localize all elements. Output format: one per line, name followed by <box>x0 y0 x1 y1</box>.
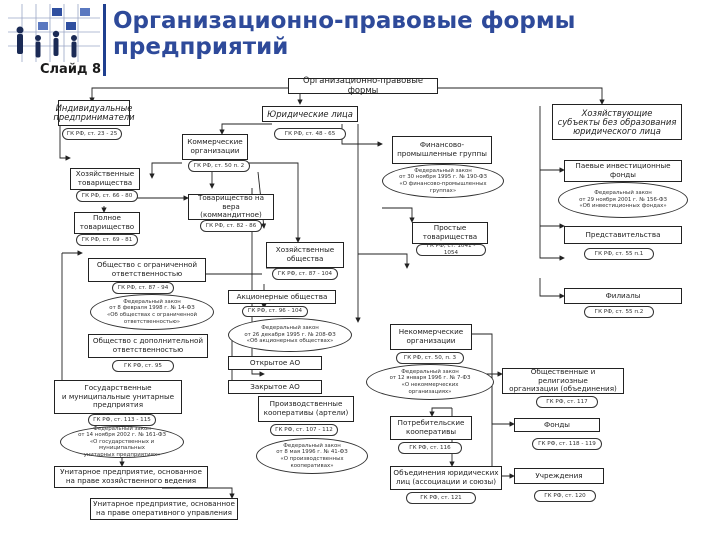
limited-partnership-node: Товарищество на вера (коммандитное) <box>188 193 274 220</box>
individual-entrepreneurs-node: Индивидуальные предприниматели <box>53 100 135 126</box>
full-partnership-ref-badge: ГК РФ, ст. 69 - 81 <box>76 234 138 246</box>
alc-node: Общество с дополнительной ответственност… <box>88 334 208 358</box>
branches-ref-badge: ГК РФ, ст. 55 п.2 <box>584 306 654 318</box>
simple-partnership-node: Простые товарищества <box>412 222 488 244</box>
institutions-node: Учреждения <box>514 468 604 484</box>
partnerships-node: Хозяйственные товарищества <box>70 168 140 190</box>
unitary-operational-node: Унитарное предприятие, основанное на пра… <box>90 498 238 520</box>
representations-ref-badge: ГК РФ, ст. 55 п.1 <box>584 248 654 260</box>
cooperatives-node: Производственные кооперативы (артели) <box>258 396 354 422</box>
title-line-2: предприятий <box>113 34 289 60</box>
title-divider <box>103 4 106 76</box>
people-network-logo <box>8 4 100 62</box>
nonprofit-law-oval: Федеральный закон от 12 января 1996 г. №… <box>366 364 494 400</box>
public-orgs-ref-badge: ГК РФ, ст. 117 <box>536 396 598 408</box>
branches-node: Филиалы <box>564 288 682 304</box>
partnerships-ref-badge: ГК РФ, ст. 66 - 80 <box>76 190 138 202</box>
llc-law-oval: Федеральный закон от 8 февраля 1998 г. №… <box>90 294 214 330</box>
llc-node: Общество с ограниченной ответственностью <box>88 258 206 282</box>
jsc-ref-badge: ГК РФ, ст. 96 - 104 <box>242 306 308 317</box>
llc-ref-badge: ГК РФ, ст. 87 - 94 <box>112 282 174 294</box>
consumer-coops-ref-badge: ГК РФ, ст. 116 <box>398 442 462 454</box>
open-jsc-node: Открытое АО <box>228 356 322 370</box>
associations-ref-badge: ГК РФ, ст. 121 <box>406 492 476 504</box>
limited-partnership-ref-badge: ГК РФ, ст. 82 - 86 <box>200 220 262 232</box>
commercial-orgs-node: Коммерческие организации <box>182 134 248 160</box>
alc-ref-badge: ГК РФ, ст. 95 <box>112 360 174 372</box>
mutual-funds-node: Паевые инвестиционные фонды <box>564 160 682 182</box>
foundations-ref-badge: ГК РФ, ст. 118 - 119 <box>532 438 602 450</box>
unitary-enterprises-node: Государственные и муниципальные унитарны… <box>54 380 182 414</box>
fig-law-oval: Федеральный закон от 30 ноября 1995 г. №… <box>382 164 504 198</box>
business-companies-ref-badge: ГК РФ, ст. 87 - 104 <box>272 268 338 280</box>
unitary-law-oval: Федеральный закон от 14 ноября 2002 г. №… <box>60 426 184 458</box>
fig-node: Финансово- промышленные группы <box>392 136 492 164</box>
org-forms-diagram: Организационно-правовые формы Индивидуал… <box>52 76 712 522</box>
slide-number: Слайд 8 <box>40 62 102 77</box>
title-line-1: Организационно-правовые формы <box>113 8 576 34</box>
legal-entities-node: Юридические лица <box>262 106 358 122</box>
mutual-funds-law-oval: Федеральный закон от 29 ноября 2001 г. №… <box>558 182 688 218</box>
full-partnership-node: Полное товарищество <box>74 212 140 234</box>
closed-jsc-node: Закрытое АО <box>228 380 322 394</box>
root-node: Организационно-правовые формы <box>288 76 438 95</box>
non-legal-entities-node: Хозяйствующие субъекты без образования ю… <box>552 104 682 140</box>
cooperatives-law-oval: Федеральный закон от 8 мая 1996 г. № 41-… <box>256 438 368 474</box>
jsc-law-oval: Федеральный закон от 26 декабря 1995 г. … <box>228 318 352 352</box>
institutions-ref-badge: ГК РФ, ст. 120 <box>534 490 596 502</box>
page-title: Организационно-правовые формы предприяти… <box>113 8 575 60</box>
business-companies-node: Хозяйственные общества <box>266 242 344 268</box>
foundations-node: Фонды <box>514 418 600 432</box>
commercial-ref-badge: ГК РФ, ст. 50 п. 2 <box>188 160 250 172</box>
public-orgs-node: Общественные и религиозные организации (… <box>502 367 624 394</box>
unitary-ref-badge: ГК РФ, ст. 113 - 115 <box>88 414 156 426</box>
nonprofit-node: Некоммерческие организации <box>390 324 472 350</box>
jsc-node: Акционерные общества <box>228 290 336 304</box>
associations-node: Объединения юридических лиц (ассоциации … <box>390 466 502 490</box>
consumer-coops-node: Потребительские кооперативы <box>390 416 472 440</box>
representations-node: Представительства <box>564 226 682 244</box>
cooperatives-ref-badge: ГК РФ, ст. 107 - 112 <box>270 424 338 436</box>
nonprofit-ref-badge: ГК РФ, ст. 50, п. 3 <box>396 352 464 364</box>
legal-entities-ref-badge: ГК РФ, ст. 48 - 65 <box>274 128 346 140</box>
unitary-economic-node: Унитарное предприятие, основанное на пра… <box>54 466 208 488</box>
individual-ref-badge: ГК РФ, ст. 23 - 25 <box>62 128 122 140</box>
simple-partnership-ref-badge: ГК РФ, ст. 1041 - 1054 <box>416 243 486 256</box>
